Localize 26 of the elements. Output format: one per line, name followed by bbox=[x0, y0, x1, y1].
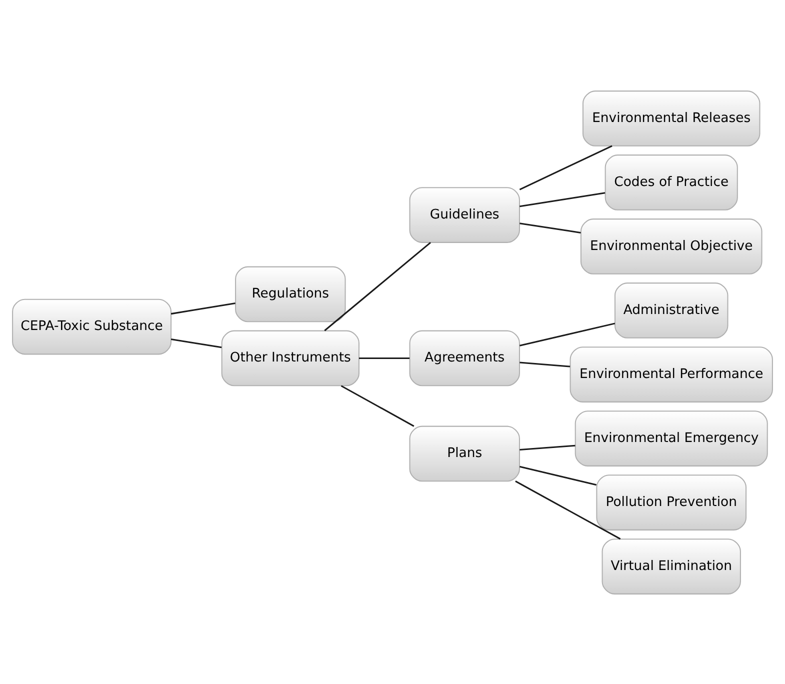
node-box: CEPA-Toxic Substance bbox=[12, 298, 172, 354]
node-box: Regulations bbox=[235, 266, 346, 322]
connector bbox=[170, 338, 222, 348]
connector bbox=[515, 480, 621, 540]
node-box: Environmental Emergency bbox=[574, 410, 768, 466]
node-box: Guidelines bbox=[409, 186, 520, 242]
connector bbox=[520, 361, 570, 367]
node-box: Other Instruments bbox=[221, 330, 360, 386]
node-box: Administrative bbox=[614, 282, 728, 338]
node-box: Plans bbox=[409, 425, 520, 482]
node-box: Agreements bbox=[409, 330, 520, 386]
connector bbox=[324, 241, 431, 331]
connector bbox=[340, 384, 414, 426]
connector bbox=[170, 302, 236, 314]
node-box: Environmental Objective bbox=[580, 218, 762, 274]
node-box: Pollution Prevention bbox=[596, 474, 747, 530]
connector bbox=[520, 465, 596, 486]
connector bbox=[520, 322, 616, 346]
node-box: Environmental Releases bbox=[582, 90, 760, 146]
node-box: Environmental Performance bbox=[570, 346, 773, 402]
connector bbox=[358, 356, 410, 358]
node-box: Virtual Elimination bbox=[602, 538, 741, 594]
connector bbox=[520, 444, 576, 450]
connector bbox=[520, 192, 606, 207]
node-box: Codes of Practice bbox=[604, 154, 738, 210]
connector bbox=[520, 222, 581, 233]
